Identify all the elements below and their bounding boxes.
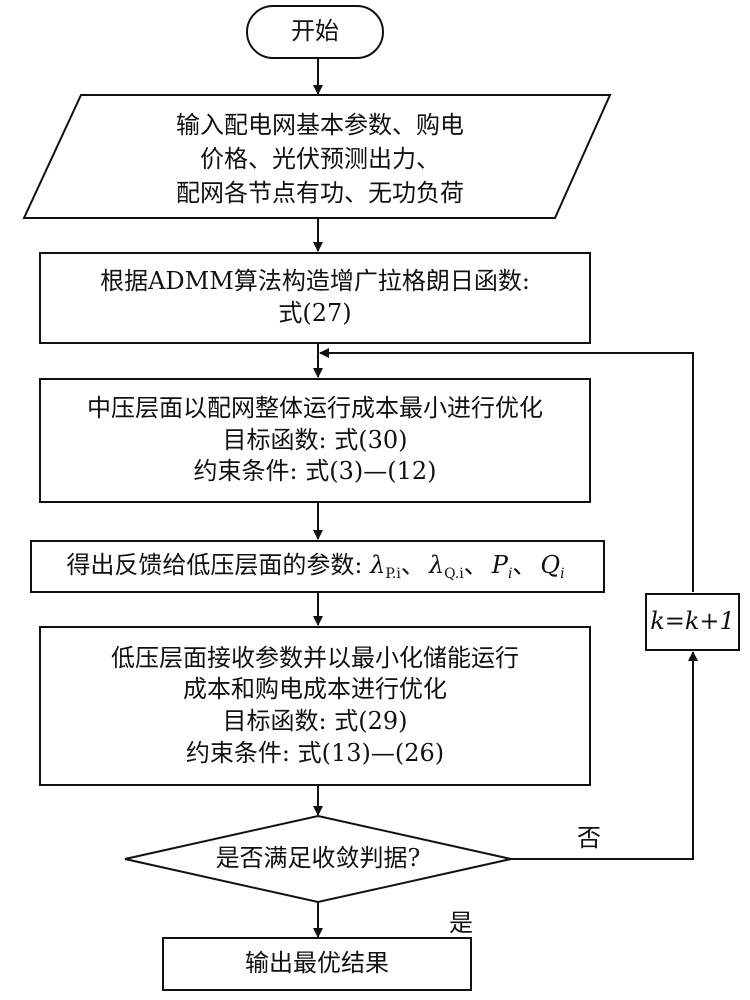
- yes-branch-label: 是: [449, 909, 473, 937]
- admm-line-1: 根据ADMM算法构造增广拉格朗日函数:: [100, 267, 530, 296]
- iteration-label: k=k+1: [650, 607, 735, 636]
- input-line-2: 价格、光伏预测出力、: [200, 145, 440, 173]
- output-box: [162, 937, 472, 991]
- mv-line-2: 目标函数: 式(30): [222, 425, 408, 454]
- feedback-term: Qi: [540, 550, 565, 582]
- lv-line-3: 目标函数: 式(29): [222, 707, 408, 735]
- feedback-term: λP.i、: [370, 550, 425, 582]
- feedback-box: 得出反馈给低压层面的参数: λP.i、λQ.i、Pi、Qi: [30, 540, 605, 593]
- iteration-box: k=k+1: [645, 593, 740, 651]
- feedback-term: λQ.i、: [428, 550, 488, 582]
- lv-optimization-box: 低压层面接收参数并以最小化储能运行 成本和购电成本进行优化 目标函数: 式(29…: [39, 626, 591, 786]
- admm-box: 根据ADMM算法构造增广拉格朗日函数: 式(27): [39, 252, 591, 344]
- decision-label: 是否满足收敛判据?: [215, 844, 421, 872]
- lv-line-4: 约束条件: 式(13)—(26): [185, 738, 445, 767]
- lv-line-1: 低压层面接收参数并以最小化储能运行: [111, 643, 519, 672]
- arrow-iter-to-mv: [319, 348, 694, 592]
- start-terminal: [246, 5, 384, 59]
- input-parallelogram: [22, 94, 612, 219]
- arrow-decision-to-iter: [511, 651, 698, 860]
- mv-optimization-box: 中压层面以配网整体运行成本最小进行优化 目标函数: 式(30) 约束条件: 式(…: [39, 378, 591, 503]
- feedback-prefix: 得出反馈给低压层面的参数:: [66, 550, 371, 579]
- start-label: 开始: [291, 17, 339, 45]
- feedback-text: 得出反馈给低压层面的参数: λP.i、λQ.i、Pi、Qi: [66, 550, 568, 583]
- no-branch-label: 否: [577, 824, 601, 852]
- output-label: 输出最优结果: [245, 949, 389, 977]
- input-text: 输入配电网基本参数、购电 价格、光伏预测出力、 配网各节点有功、无功负荷: [60, 108, 580, 210]
- input-line-1: 输入配电网基本参数、购电: [176, 111, 464, 139]
- input-line-3: 配网各节点有功、无功负荷: [176, 179, 464, 207]
- mv-line-3: 约束条件: 式(3)—(12): [193, 457, 437, 486]
- feedback-term: Pi、: [491, 550, 537, 582]
- mv-line-1: 中压层面以配网整体运行成本最小进行优化: [87, 393, 543, 422]
- lv-line-2: 成本和购电成本进行优化: [183, 675, 447, 704]
- admm-line-2: 式(27): [278, 299, 352, 327]
